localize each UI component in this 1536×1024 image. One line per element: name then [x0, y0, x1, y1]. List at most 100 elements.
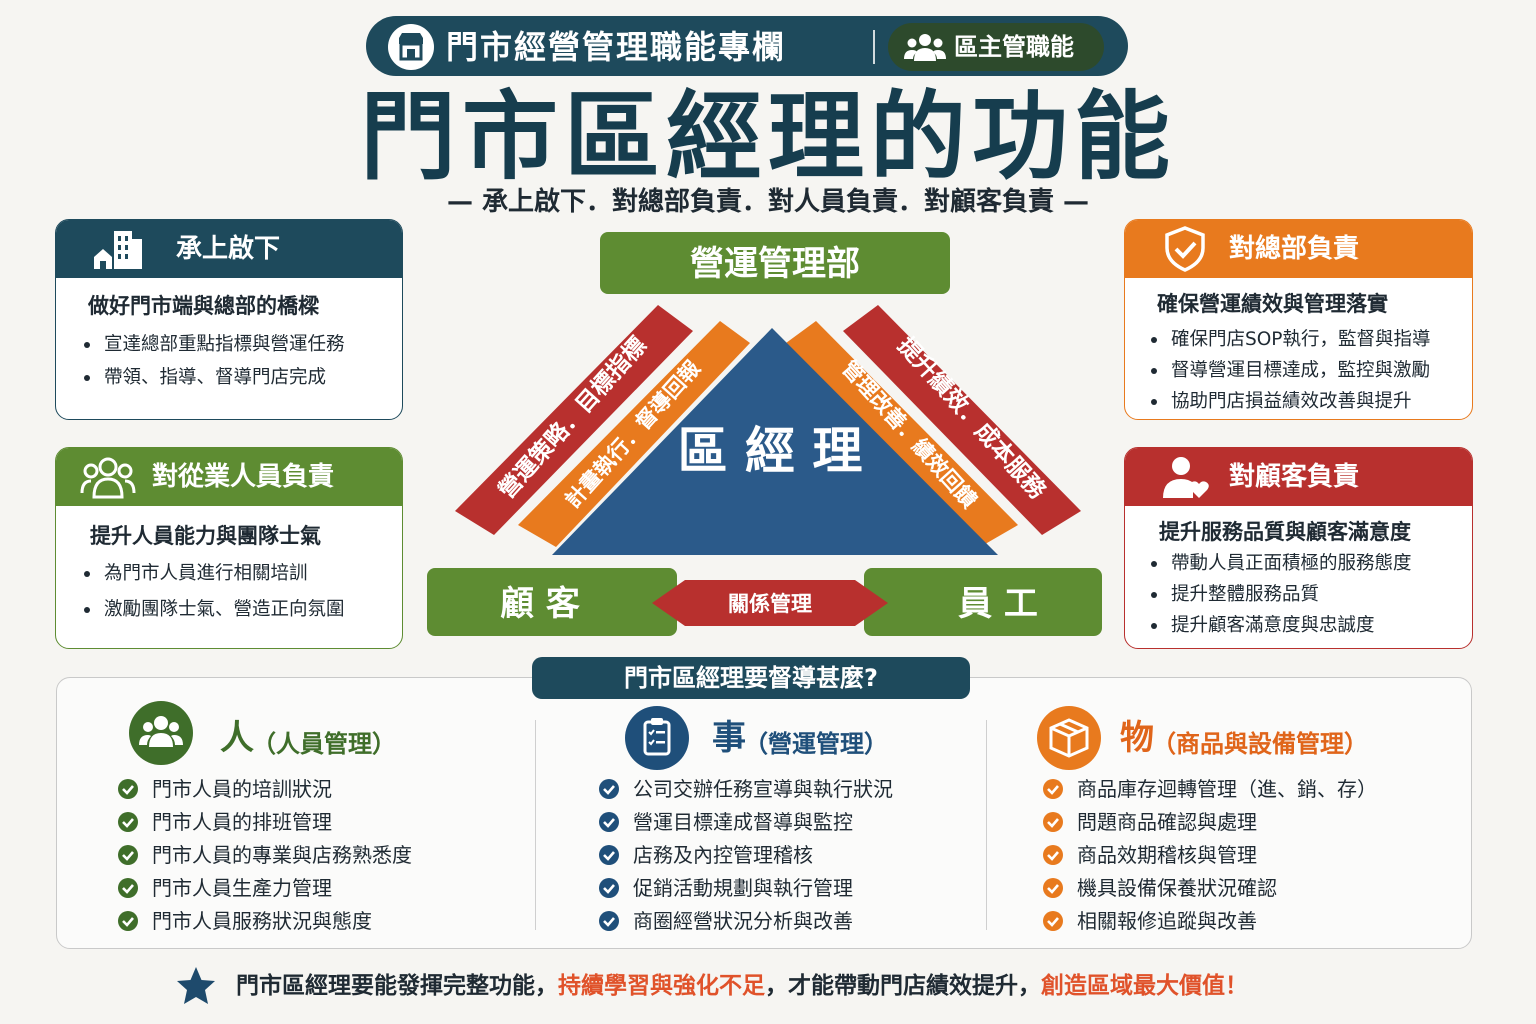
- item-label: 門市人員的專業與店務熟悉度: [152, 843, 412, 867]
- card-staff: 對從業人員負責 提升人員能力與團隊士氣 為門市人員進行相關培訓 激勵團隊士氣、營…: [55, 447, 403, 649]
- card-title: 承上啟下: [176, 234, 281, 264]
- column-goods-subtitle: （商品與設備管理）: [1152, 730, 1368, 758]
- supervise-title: 門市區經理要督導甚麼?: [624, 664, 878, 692]
- header-divider: [873, 30, 875, 64]
- item-label: 門市人員的培訓狀況: [152, 777, 332, 801]
- team-icon: [80, 455, 136, 503]
- column-people-list: 門市人員的培訓狀況 門市人員的排班管理 門市人員的專業與店務熟悉度 門市人員生產…: [118, 773, 412, 938]
- item-label: 營運目標達成督導與監控: [633, 810, 853, 834]
- check-icon: [1043, 845, 1063, 865]
- list-item: 帶領、指導、督導門店完成: [80, 361, 345, 394]
- clipboard-icon: [625, 706, 689, 770]
- card-subtitle: 做好門市端與總部的橋樑: [88, 294, 319, 318]
- item-label: 相關報修追蹤與改善: [1077, 909, 1257, 933]
- item-label: 商品庫存迴轉管理（進、銷、存）: [1077, 777, 1377, 801]
- item-label: 問題商品確認與處理: [1077, 810, 1257, 834]
- footer-message: 門市區經理要能發揮完整功能，持續學習與強化不足，才能帶動門店績效提升，創造區域最…: [236, 964, 1248, 1008]
- list-item: 門市人員的專業與店務熟悉度: [118, 839, 412, 872]
- list-item: 問題商品確認與處理: [1043, 806, 1377, 839]
- check-icon: [118, 812, 138, 832]
- role-diagram: 營運管理部 區 經 理 營運策略．目標指標 計畫執行．督導回報 提升績效．成本服…: [427, 232, 1102, 636]
- right-outer-band: [843, 305, 1081, 535]
- employee-box: [864, 568, 1102, 636]
- list-item: 督導營運目標達成，監控與激勵: [1147, 355, 1430, 386]
- column-goods-list: 商品庫存迴轉管理（進、銷、存） 問題商品確認與處理 商品效期稽核與管理 機具設備…: [1043, 773, 1377, 938]
- ops-dept-box: [600, 232, 950, 294]
- employee-label: 員 工: [958, 584, 1038, 624]
- column-goods-title: 物: [1120, 718, 1154, 758]
- card-bullet-list: 為門市人員進行相關培訓 激勵團隊士氣、營造正向氛圍: [80, 556, 345, 628]
- card-title: 對顧客負責: [1229, 462, 1360, 492]
- item-label: 門市人員生產力管理: [152, 876, 332, 900]
- supervise-panel: [56, 677, 1472, 949]
- card-upper-lower: 承上啟下 做好門市端與總部的橋樑 宣達總部重點指標與營運任務 帶領、指導、督導門…: [55, 219, 403, 420]
- item-label: 公司交辦任務宣導與執行狀況: [633, 777, 893, 801]
- check-icon: [1043, 779, 1063, 799]
- district-manager-label: 區 經 理: [678, 422, 863, 480]
- check-icon: [599, 911, 619, 931]
- column-tasks-title: 事: [712, 718, 746, 758]
- item-label: 門市人員服務狀況與態度: [152, 909, 372, 933]
- column-people-subtitle: （人員管理）: [252, 730, 396, 758]
- right-inner-band: [786, 321, 1018, 547]
- card-bullet-list: 確保門店SOP執行，監督與指導 督導營運目標達成，監控與激勵 協助門店損益績效改…: [1147, 324, 1430, 417]
- list-item: 商圈經營狀況分析與改善: [599, 905, 893, 938]
- customer-box: [427, 568, 677, 636]
- list-item: 宣達總部重點指標與營運任務: [80, 328, 345, 361]
- footer-part2: ，才能帶動門店績效提升，: [765, 973, 1041, 999]
- card-title: 對從業人員負責: [152, 462, 335, 492]
- check-icon: [599, 812, 619, 832]
- list-item: 提升顧客滿意度與忠誠度: [1147, 610, 1412, 641]
- list-item: 確保門店SOP執行，監督與指導: [1147, 324, 1430, 355]
- footer-part1: 門市區經理要能發揮完整功能，: [236, 973, 558, 999]
- card-subtitle: 確保營運績效與管理落實: [1157, 292, 1388, 316]
- left-outer-band: [455, 305, 693, 535]
- item-label: 商品效期稽核與管理: [1077, 843, 1257, 867]
- ops-dept-label: 營運管理部: [690, 244, 860, 284]
- column-tasks-list: 公司交辦任務宣導與執行狀況 營運目標達成督導與監控 店務及內控管理稽核 促銷活動…: [599, 773, 893, 938]
- list-item: 門市人員的排班管理: [118, 806, 412, 839]
- relationship-arrow: [652, 580, 888, 626]
- store-icon: [388, 24, 434, 70]
- list-item: 協助門店損益績效改善與提升: [1147, 386, 1430, 417]
- item-label: 促銷活動規劃與執行管理: [633, 876, 853, 900]
- list-item: 門市人員生產力管理: [118, 872, 412, 905]
- list-item: 機具設備保養狀況確認: [1043, 872, 1377, 905]
- check-icon: [118, 779, 138, 799]
- list-item: 公司交辦任務宣導與執行狀況: [599, 773, 893, 806]
- check-icon: [1043, 812, 1063, 832]
- item-label: 商圈經營狀況分析與改善: [633, 909, 853, 933]
- card-hq: 對總部負責 確保營運績效與管理落實 確保門店SOP執行，監督與指導 督導營運目標…: [1124, 219, 1473, 420]
- people-icon: [129, 701, 193, 765]
- shield-check-icon: [1163, 226, 1207, 276]
- page-title: 門市區經理的功能: [360, 81, 1176, 193]
- column-title: 門市經營管理職能專欄: [446, 28, 787, 66]
- card-header: 對從業人員負責: [56, 448, 402, 506]
- header-tag-badge: [888, 23, 1104, 71]
- card-bullet-list: 帶動人員正面積極的服務態度 提升整體服務品質 提升顧客滿意度與忠誠度: [1147, 548, 1412, 641]
- header-tag-label: 區主管職能: [954, 33, 1074, 61]
- item-label: 門市人員的排班管理: [152, 810, 332, 834]
- list-item: 門市人員的培訓狀況: [118, 773, 412, 806]
- check-icon: [1043, 911, 1063, 931]
- district-manager-triangle: [552, 328, 998, 555]
- column-people-title: 人: [220, 718, 254, 758]
- page-subtitle: — 承上啟下．對總部負責．對人員負責．對顧客負責 —: [446, 187, 1090, 217]
- check-icon: [118, 845, 138, 865]
- star-icon: [174, 964, 218, 1012]
- check-icon: [599, 845, 619, 865]
- list-item: 提升整體服務品質: [1147, 579, 1412, 610]
- card-subtitle: 提升人員能力與團隊士氣: [90, 524, 321, 548]
- column-divider: [986, 720, 987, 930]
- check-icon: [118, 911, 138, 931]
- list-item: 商品庫存迴轉管理（進、銷、存）: [1043, 773, 1377, 806]
- card-header: 對顧客負責: [1125, 448, 1472, 506]
- check-icon: [599, 878, 619, 898]
- left-inner-band: [518, 321, 750, 547]
- list-item: 營運目標達成督導與監控: [599, 806, 893, 839]
- building-icon: [92, 229, 148, 275]
- list-item: 為門市人員進行相關培訓: [80, 556, 345, 592]
- list-item: 門市人員服務狀況與態度: [118, 905, 412, 938]
- card-header: 對總部負責: [1125, 220, 1472, 278]
- column-tasks-subtitle: （營運管理）: [744, 730, 888, 758]
